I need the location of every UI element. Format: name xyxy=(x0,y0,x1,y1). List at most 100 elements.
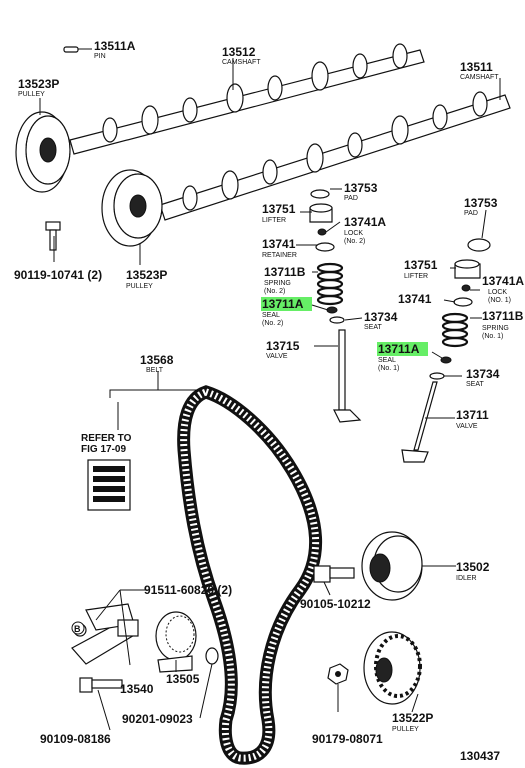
svg-text:13505: 13505 xyxy=(166,672,200,686)
figure-number: 130437 xyxy=(460,749,500,763)
pulley-upper xyxy=(15,111,71,193)
label-90201-09023: 90201-09023 xyxy=(122,712,193,726)
label-13505: 13505 xyxy=(166,672,200,686)
svg-text:13741: 13741 xyxy=(398,292,432,306)
crank-pulley xyxy=(363,631,422,705)
svg-text:13711A: 13711A xyxy=(262,297,304,311)
pulley-lower xyxy=(101,169,163,247)
svg-text:13734: 13734 xyxy=(364,310,398,324)
svg-text:13741A: 13741A xyxy=(482,274,524,288)
svg-text:BELT: BELT xyxy=(146,367,164,374)
svg-text:B: B xyxy=(74,624,81,634)
svg-text:(No. 1): (No. 1) xyxy=(482,333,503,340)
label-13741A-right: 13741A LOCK (NO. 1) xyxy=(482,274,524,304)
label-13711: 13711 VALVE xyxy=(456,408,489,430)
svg-text:13711A: 13711A xyxy=(378,342,420,356)
label-90179-08071: 90179-08071 xyxy=(312,732,383,746)
svg-text:13511: 13511 xyxy=(460,60,493,74)
label-13741A-left: 13741A LOCK (No. 2) xyxy=(344,215,386,245)
highlight-left-seal xyxy=(261,297,312,311)
svg-text:LIFTER: LIFTER xyxy=(404,273,428,280)
svg-text:91511-60820 (2): 91511-60820 (2) xyxy=(144,583,232,597)
label-91511-60820: 91511-60820 (2) xyxy=(144,583,232,597)
tensioner-assembly xyxy=(71,603,139,665)
svg-text:RETAINER: RETAINER xyxy=(262,252,297,259)
camshaft-upper xyxy=(69,43,425,155)
svg-text:PULLEY: PULLEY xyxy=(392,726,419,733)
svg-text:13540: 13540 xyxy=(120,682,154,696)
highlight-right-seal xyxy=(377,342,428,356)
svg-text:VALVE: VALVE xyxy=(266,353,288,360)
svg-text:13511A: 13511A xyxy=(94,39,136,53)
svg-text:(No. 1): (No. 1) xyxy=(378,365,399,372)
svg-text:13715: 13715 xyxy=(266,339,300,353)
svg-text:(No. 2): (No. 2) xyxy=(264,288,285,295)
svg-text:PULLEY: PULLEY xyxy=(18,91,45,98)
label-B: B xyxy=(74,624,81,634)
svg-text:13711B: 13711B xyxy=(482,309,524,323)
label-90109-08186: 90109-08186 xyxy=(40,732,111,746)
label-13568: 13568 BELT xyxy=(140,353,174,374)
nut-90201 xyxy=(205,647,219,665)
label-13715: 13715 VALVE xyxy=(266,339,300,360)
label-13711A-right: 13711A SEAL (No. 1) xyxy=(378,342,420,372)
svg-text:PAD: PAD xyxy=(464,210,478,217)
svg-text:13522P: 13522P xyxy=(392,711,433,725)
svg-text:(No. 2): (No. 2) xyxy=(262,320,283,327)
label-13522P: 13522P PULLEY xyxy=(392,711,433,733)
svg-text:CAMSHAFT: CAMSHAFT xyxy=(222,59,261,66)
label-13511A: 13511A PIN xyxy=(94,39,136,60)
nut-90179 xyxy=(327,663,349,685)
svg-text:13711B: 13711B xyxy=(264,265,306,279)
svg-text:13523P: 13523P xyxy=(18,77,59,91)
svg-text:CAMSHAFT: CAMSHAFT xyxy=(460,74,499,81)
idler-pulley xyxy=(361,531,423,601)
callout-b-circle xyxy=(71,621,85,635)
svg-text:90105-10212: 90105-10212 xyxy=(300,597,371,611)
label-90119-10741: 90119-10741 (2) xyxy=(14,268,102,282)
svg-text:90201-09023: 90201-09023 xyxy=(122,712,193,726)
svg-text:13734: 13734 xyxy=(466,367,500,381)
label-13512: 13512 CAMSHAFT xyxy=(222,45,261,66)
label-13741-right: 13741 xyxy=(398,292,432,306)
right-valve-assembly xyxy=(401,238,491,463)
svg-text:PULLEY: PULLEY xyxy=(126,283,153,290)
label-refer-to: REFER TO FIG 17-09 xyxy=(81,433,132,455)
svg-text:13512: 13512 xyxy=(222,45,256,59)
svg-text:VALVE: VALVE xyxy=(456,423,478,430)
svg-text:REFER TO: REFER TO xyxy=(81,433,132,444)
label-13502: 13502 IDLER xyxy=(456,560,490,582)
svg-text:PIN: PIN xyxy=(94,53,106,60)
svg-text:13502: 13502 xyxy=(456,560,490,574)
svg-text:SEAT: SEAT xyxy=(364,324,382,331)
svg-text:13741A: 13741A xyxy=(344,215,386,229)
svg-text:(NO. 1): (NO. 1) xyxy=(488,297,511,304)
svg-text:90109-08186: 90109-08186 xyxy=(40,732,111,746)
svg-text:13751: 13751 xyxy=(404,258,438,272)
svg-text:13753: 13753 xyxy=(344,181,378,195)
svg-text:FIG 17-09: FIG 17-09 xyxy=(81,444,126,455)
document-icon xyxy=(87,459,131,511)
label-13523P-lower: 13523P PULLEY xyxy=(126,268,167,290)
svg-text:LOCK: LOCK xyxy=(488,289,507,296)
label-13753-right: 13753 PAD xyxy=(464,196,498,217)
tension-pulley xyxy=(155,611,197,673)
label-13711B-right: 13711B SPRING (No. 1) xyxy=(482,309,524,340)
svg-text:13523P: 13523P xyxy=(126,268,167,282)
left-valve-assembly xyxy=(309,189,362,423)
svg-text:LOCK: LOCK xyxy=(344,230,363,237)
label-13751-right: 13751 LIFTER xyxy=(404,258,438,280)
label-13711A-left: 13711A SEAL (No. 2) xyxy=(262,297,304,327)
label-13734-right: 13734 SEAT xyxy=(466,367,500,388)
label-13540: 13540 xyxy=(120,682,154,696)
label-13711B-left: 13711B SPRING (No. 2) xyxy=(264,265,306,295)
svg-text:13711: 13711 xyxy=(456,408,489,422)
svg-text:SEAL: SEAL xyxy=(262,312,280,319)
svg-text:13568: 13568 xyxy=(140,353,174,367)
svg-text:LIFTER: LIFTER xyxy=(262,217,286,224)
svg-text:SEAL: SEAL xyxy=(378,357,396,364)
label-13741-left: 13741 RETAINER xyxy=(262,237,297,259)
svg-text:PAD: PAD xyxy=(344,195,358,202)
